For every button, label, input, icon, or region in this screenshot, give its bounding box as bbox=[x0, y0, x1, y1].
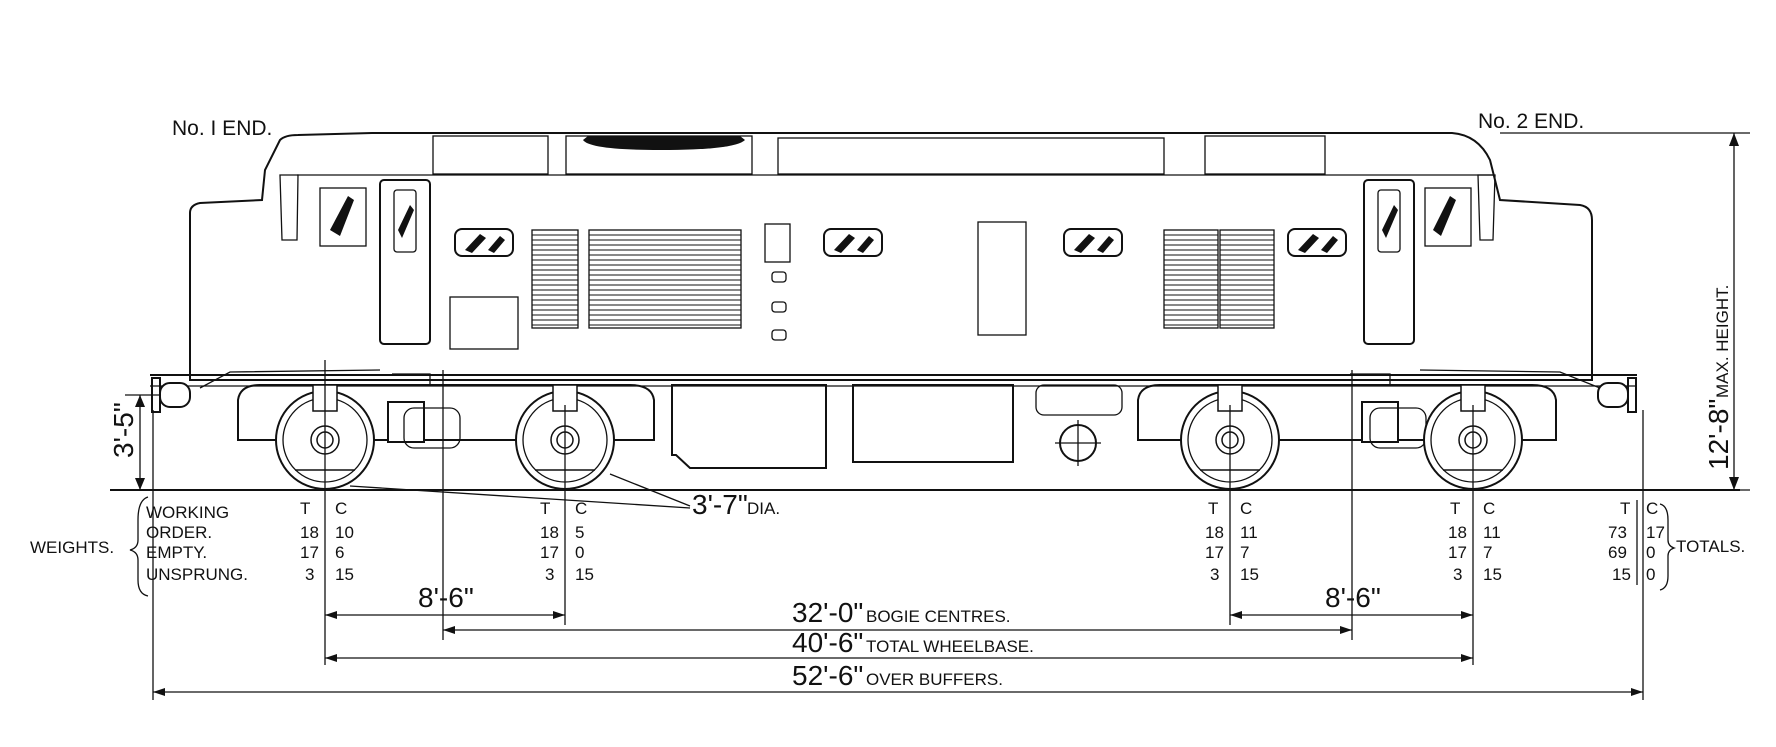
bogie-centres-label: BOGIE CENTRES. bbox=[866, 607, 1011, 626]
row-label-unsprung: UNSPRUNG. bbox=[146, 565, 248, 584]
totals-wo-t: 73 bbox=[1608, 523, 1627, 542]
axle3-empty-c: 7 bbox=[1240, 543, 1249, 562]
axle2-wo-c: 5 bbox=[575, 523, 584, 542]
over-buffers-label: OVER BUFFERS. bbox=[866, 670, 1003, 689]
over-buffers-value: 52'-6" bbox=[792, 660, 863, 691]
axle4-wo-c: 11 bbox=[1483, 523, 1501, 542]
totals-header-c: C bbox=[1646, 499, 1658, 518]
no1-end-label: No. I END. bbox=[172, 117, 272, 140]
axle2-wo-t: 18 bbox=[540, 523, 559, 542]
totals-header-t: T bbox=[1620, 499, 1630, 518]
axle3-unsprung-t: 3 bbox=[1210, 565, 1219, 584]
wheel-diameter-value: 3'-7" bbox=[692, 489, 748, 520]
axle4-header-t: T bbox=[1450, 499, 1460, 518]
wheel-diameter-label: DIA. bbox=[747, 499, 780, 518]
totals-unsprung-c: 0 bbox=[1646, 565, 1655, 584]
axle3-empty-t: 17 bbox=[1205, 543, 1224, 562]
bogie-wheelbase-left: 8'-6" bbox=[418, 582, 474, 613]
axle2-empty-c: 0 bbox=[575, 543, 584, 562]
axle1-unsprung-t: 3 bbox=[305, 565, 314, 584]
bogie-left bbox=[237, 384, 655, 449]
totals-brace bbox=[1659, 503, 1677, 591]
axle1-wo-t: 18 bbox=[300, 523, 319, 542]
axle1-empty-c: 6 bbox=[335, 543, 344, 562]
buffer-height-dimension: 3'-5" bbox=[108, 394, 160, 490]
locomotive-body bbox=[189, 132, 1593, 381]
axle3-header-t: T bbox=[1208, 499, 1218, 518]
axle2-header-t: T bbox=[540, 499, 550, 518]
axle4-header-c: C bbox=[1483, 499, 1495, 518]
wheelsets bbox=[275, 384, 1523, 490]
weights-title: WEIGHTS. bbox=[30, 538, 114, 557]
totals-wo-c: 17 bbox=[1646, 523, 1665, 542]
bogie-wheelbase-right: 8'-6" bbox=[1325, 582, 1381, 613]
axle4-unsprung-t: 3 bbox=[1453, 565, 1462, 584]
axle1-empty-t: 17 bbox=[300, 543, 319, 562]
buffer-height-value: 3'-5" bbox=[108, 402, 139, 458]
totals-unsprung-t: 15 bbox=[1612, 565, 1631, 584]
bogie-centres-value: 32'-0" bbox=[792, 597, 863, 628]
no2-end-label: No. 2 END. bbox=[1478, 110, 1584, 133]
axle1-header-t: T bbox=[300, 499, 310, 518]
weights-table: WEIGHTS. WORKING ORDER. EMPTY. UNSPRUNG.… bbox=[30, 496, 1745, 597]
axle4-empty-t: 17 bbox=[1448, 543, 1467, 562]
totals-empty-t: 69 bbox=[1608, 543, 1627, 562]
row-label-order: ORDER. bbox=[146, 523, 212, 542]
totals-empty-c: 0 bbox=[1646, 543, 1655, 562]
max-height-value: 12'-8" bbox=[1703, 399, 1734, 470]
axle1-unsprung-c: 15 bbox=[335, 565, 354, 584]
axle3-wo-c: 11 bbox=[1240, 523, 1258, 542]
axle3-wo-t: 18 bbox=[1205, 523, 1224, 542]
axle2-unsprung-t: 3 bbox=[545, 565, 554, 584]
axle4-unsprung-c: 15 bbox=[1483, 565, 1502, 584]
axle2-header-c: C bbox=[575, 499, 587, 518]
axle2-empty-t: 17 bbox=[540, 543, 559, 562]
axle1-wo-c: 10 bbox=[335, 523, 354, 542]
row-label-empty: EMPTY. bbox=[146, 543, 207, 562]
total-wheelbase-label: TOTAL WHEELBASE. bbox=[866, 637, 1034, 656]
axle4-wo-t: 18 bbox=[1448, 523, 1467, 542]
axle4-empty-c: 7 bbox=[1483, 543, 1492, 562]
axle3-header-c: C bbox=[1240, 499, 1252, 518]
max-height-label: MAX. HEIGHT. bbox=[1713, 285, 1732, 398]
total-wheelbase-value: 40'-6" bbox=[792, 627, 863, 658]
row-label-working: WORKING bbox=[146, 503, 229, 522]
bogie-right bbox=[1137, 384, 1557, 449]
axle1-header-c: C bbox=[335, 499, 347, 518]
length-dimensions: 8'-6" 8'-6" 32'-0" BOGIE CENTRES. 40'-6"… bbox=[152, 360, 1644, 700]
max-height-dimension: 12'-8" MAX. HEIGHT. bbox=[1500, 132, 1750, 491]
axle3-unsprung-c: 15 bbox=[1240, 565, 1259, 584]
totals-label: TOTALS. bbox=[1676, 537, 1745, 556]
axle2-unsprung-c: 15 bbox=[575, 565, 594, 584]
wheel-diameter-callout: 3'-7" DIA. bbox=[349, 473, 780, 520]
weights-brace bbox=[129, 496, 149, 597]
